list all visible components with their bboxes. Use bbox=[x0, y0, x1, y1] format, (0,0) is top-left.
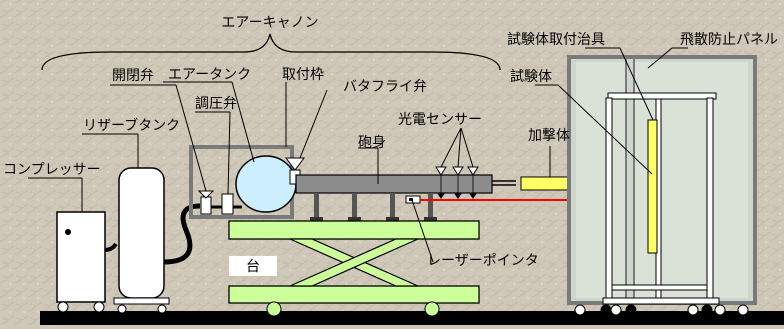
jig-base bbox=[602, 297, 720, 305]
barrel-support bbox=[314, 193, 319, 219]
pressure-valve bbox=[221, 193, 234, 215]
triangle-sensor-icon bbox=[437, 193, 445, 199]
wheel-icon bbox=[157, 304, 167, 314]
label-pressure-valve: 調圧弁 bbox=[195, 96, 237, 112]
leader-line bbox=[619, 47, 654, 121]
label-impactor: 加撃体 bbox=[528, 128, 570, 144]
leader-line bbox=[457, 127, 462, 168]
label-butterfly-valve: バタフライ弁 bbox=[343, 79, 427, 95]
stand-label-box bbox=[229, 256, 277, 276]
wheel-icon bbox=[737, 304, 749, 316]
jig-post-right bbox=[706, 97, 714, 299]
scatter-panel-inner bbox=[576, 62, 748, 298]
leader-line bbox=[557, 84, 653, 175]
wheel-icon bbox=[610, 304, 622, 316]
leader-line bbox=[175, 84, 207, 192]
hose bbox=[104, 242, 118, 252]
wheel-icon bbox=[701, 304, 713, 316]
leader-line bbox=[440, 127, 462, 168]
lift-top bbox=[228, 220, 480, 240]
barrel-support-foot bbox=[310, 217, 323, 221]
barrel-support bbox=[390, 193, 395, 219]
label-air-tank: エアータンク bbox=[168, 67, 251, 83]
triangle-sensor-icon bbox=[469, 193, 477, 199]
wheel-icon bbox=[600, 304, 612, 316]
wheel-icon bbox=[57, 301, 69, 313]
on-off-valve bbox=[200, 196, 212, 215]
air-tank bbox=[235, 155, 297, 213]
label-air-cannon: エアーキャノン bbox=[221, 15, 318, 31]
wheel-icon bbox=[266, 301, 282, 317]
label-reserve-tank: リザーブタンク bbox=[83, 117, 180, 134]
wheel-icon bbox=[625, 304, 637, 316]
air-cannon-brace bbox=[41, 33, 501, 71]
leader-lines bbox=[28, 47, 688, 263]
wheel-icon bbox=[687, 304, 699, 316]
leader-line bbox=[231, 81, 255, 163]
lift-base bbox=[228, 285, 480, 304]
barrel-support-foot bbox=[424, 217, 437, 221]
wheel-icon bbox=[424, 301, 440, 317]
wheel-icon bbox=[93, 301, 105, 313]
label-laser-pointer: レーザーポインタ bbox=[427, 253, 539, 269]
barrel-support-foot bbox=[386, 217, 399, 221]
jig-bottom-bar bbox=[611, 284, 708, 291]
label-specimen: 試験体 bbox=[510, 69, 552, 85]
leader-line bbox=[299, 89, 328, 159]
butterfly-valve bbox=[285, 157, 305, 171]
label-scatter-panel: 飛散防止パネル bbox=[680, 32, 778, 48]
laser-pointer-lens bbox=[409, 198, 413, 201]
jig-top-bar bbox=[607, 92, 717, 100]
label-compressor: コンプレッサー bbox=[3, 162, 101, 178]
compressor bbox=[56, 211, 106, 303]
jig-post-left bbox=[605, 97, 613, 299]
label-stand: 台 bbox=[246, 259, 260, 275]
reserve-tank bbox=[118, 167, 165, 299]
label-mount-frame: 取付枠 bbox=[282, 67, 324, 83]
wheel-icon bbox=[574, 304, 586, 316]
leader-line bbox=[460, 127, 474, 168]
wheel-icon bbox=[714, 304, 726, 316]
triangle-sensor-icon bbox=[454, 193, 462, 199]
barrel-support-foot bbox=[348, 217, 361, 221]
lift-arm bbox=[289, 238, 419, 287]
reserve-tank-base bbox=[113, 297, 170, 305]
specimen bbox=[647, 119, 658, 254]
label-photo-sensor: 光電センサー bbox=[398, 112, 482, 128]
label-on-off-valve: 開閉弁 bbox=[112, 68, 154, 84]
barrel-support bbox=[428, 193, 433, 219]
barrel-support bbox=[352, 193, 357, 219]
label-barrel: 砲身 bbox=[358, 135, 386, 151]
leader-line bbox=[647, 47, 673, 69]
wheel-icon bbox=[117, 304, 127, 314]
barrel bbox=[295, 174, 493, 194]
compressor-dot bbox=[65, 229, 71, 235]
leader-line bbox=[227, 111, 231, 195]
leader-line bbox=[411, 199, 434, 263]
floor bbox=[40, 311, 784, 325]
label-specimen-jig: 試験体取付治具 bbox=[507, 32, 605, 48]
